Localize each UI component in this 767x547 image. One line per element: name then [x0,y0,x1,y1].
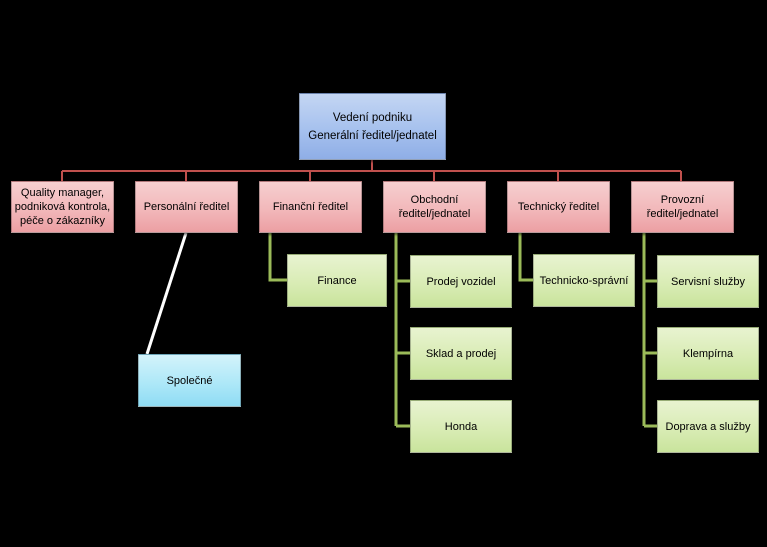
shared-dept-box[interactable]: Společné [138,354,241,407]
service-label: Servisní služby [671,275,745,288]
vehicle-sales-label: Prodej vozidel [426,275,496,288]
transport-box[interactable]: Doprava a služby [657,400,759,453]
connector-finance-sub [268,233,287,282]
finance-director-box[interactable]: Finanční ředitel [259,181,362,233]
sales-director-label: Obchodní ředitel/jednatel [398,194,471,220]
technical-admin-label: Technicko-správní [539,274,629,287]
service-box[interactable]: Servisní služby [657,255,759,308]
connector-technical-sub [518,233,533,282]
personnel-director-label: Personální ředitel [143,201,230,213]
transport-label: Doprava a služby [665,420,751,433]
sales-director-box[interactable]: Obchodní ředitel/jednatel [383,181,486,233]
finance-director-label: Finanční ředitel [272,201,349,213]
finance-dept-label: Finance [317,274,357,287]
warehouse-sales-label: Sklad a prodej [425,347,497,360]
technical-director-label: Technický ředitel [517,201,600,213]
personnel-director-box[interactable]: Personální ředitel [135,181,238,233]
operations-director-label: Provozní ředitel/jednatel [646,194,719,220]
quality-manager-label: Quality manager, podniková kontrola, péč… [14,187,111,227]
management-title: Vedení podniku [332,111,413,124]
shared-dept-label: Společné [166,374,213,387]
ceo-title: Generální ředitel/jednatel [308,129,437,142]
warehouse-sales-box[interactable]: Sklad a prodej [410,327,512,380]
finance-dept-box[interactable]: Finance [287,254,387,307]
honda-label: Honda [444,420,478,433]
bodywork-label: Klempírna [682,347,734,360]
connector-personnel-shared [145,232,188,355]
quality-manager-box[interactable]: Quality manager, podniková kontrola, péč… [11,181,114,233]
technical-admin-box[interactable]: Technicko-správní [533,254,635,307]
operations-director-box[interactable]: Provozní ředitel/jednatel [631,181,734,233]
technical-director-box[interactable]: Technický ředitel [507,181,610,233]
bodywork-box[interactable]: Klempírna [657,327,759,380]
vehicle-sales-box[interactable]: Prodej vozidel [410,255,512,308]
honda-box[interactable]: Honda [410,400,512,453]
management-box[interactable]: Vedení podniku Generální ředitel/jednate… [299,93,446,160]
